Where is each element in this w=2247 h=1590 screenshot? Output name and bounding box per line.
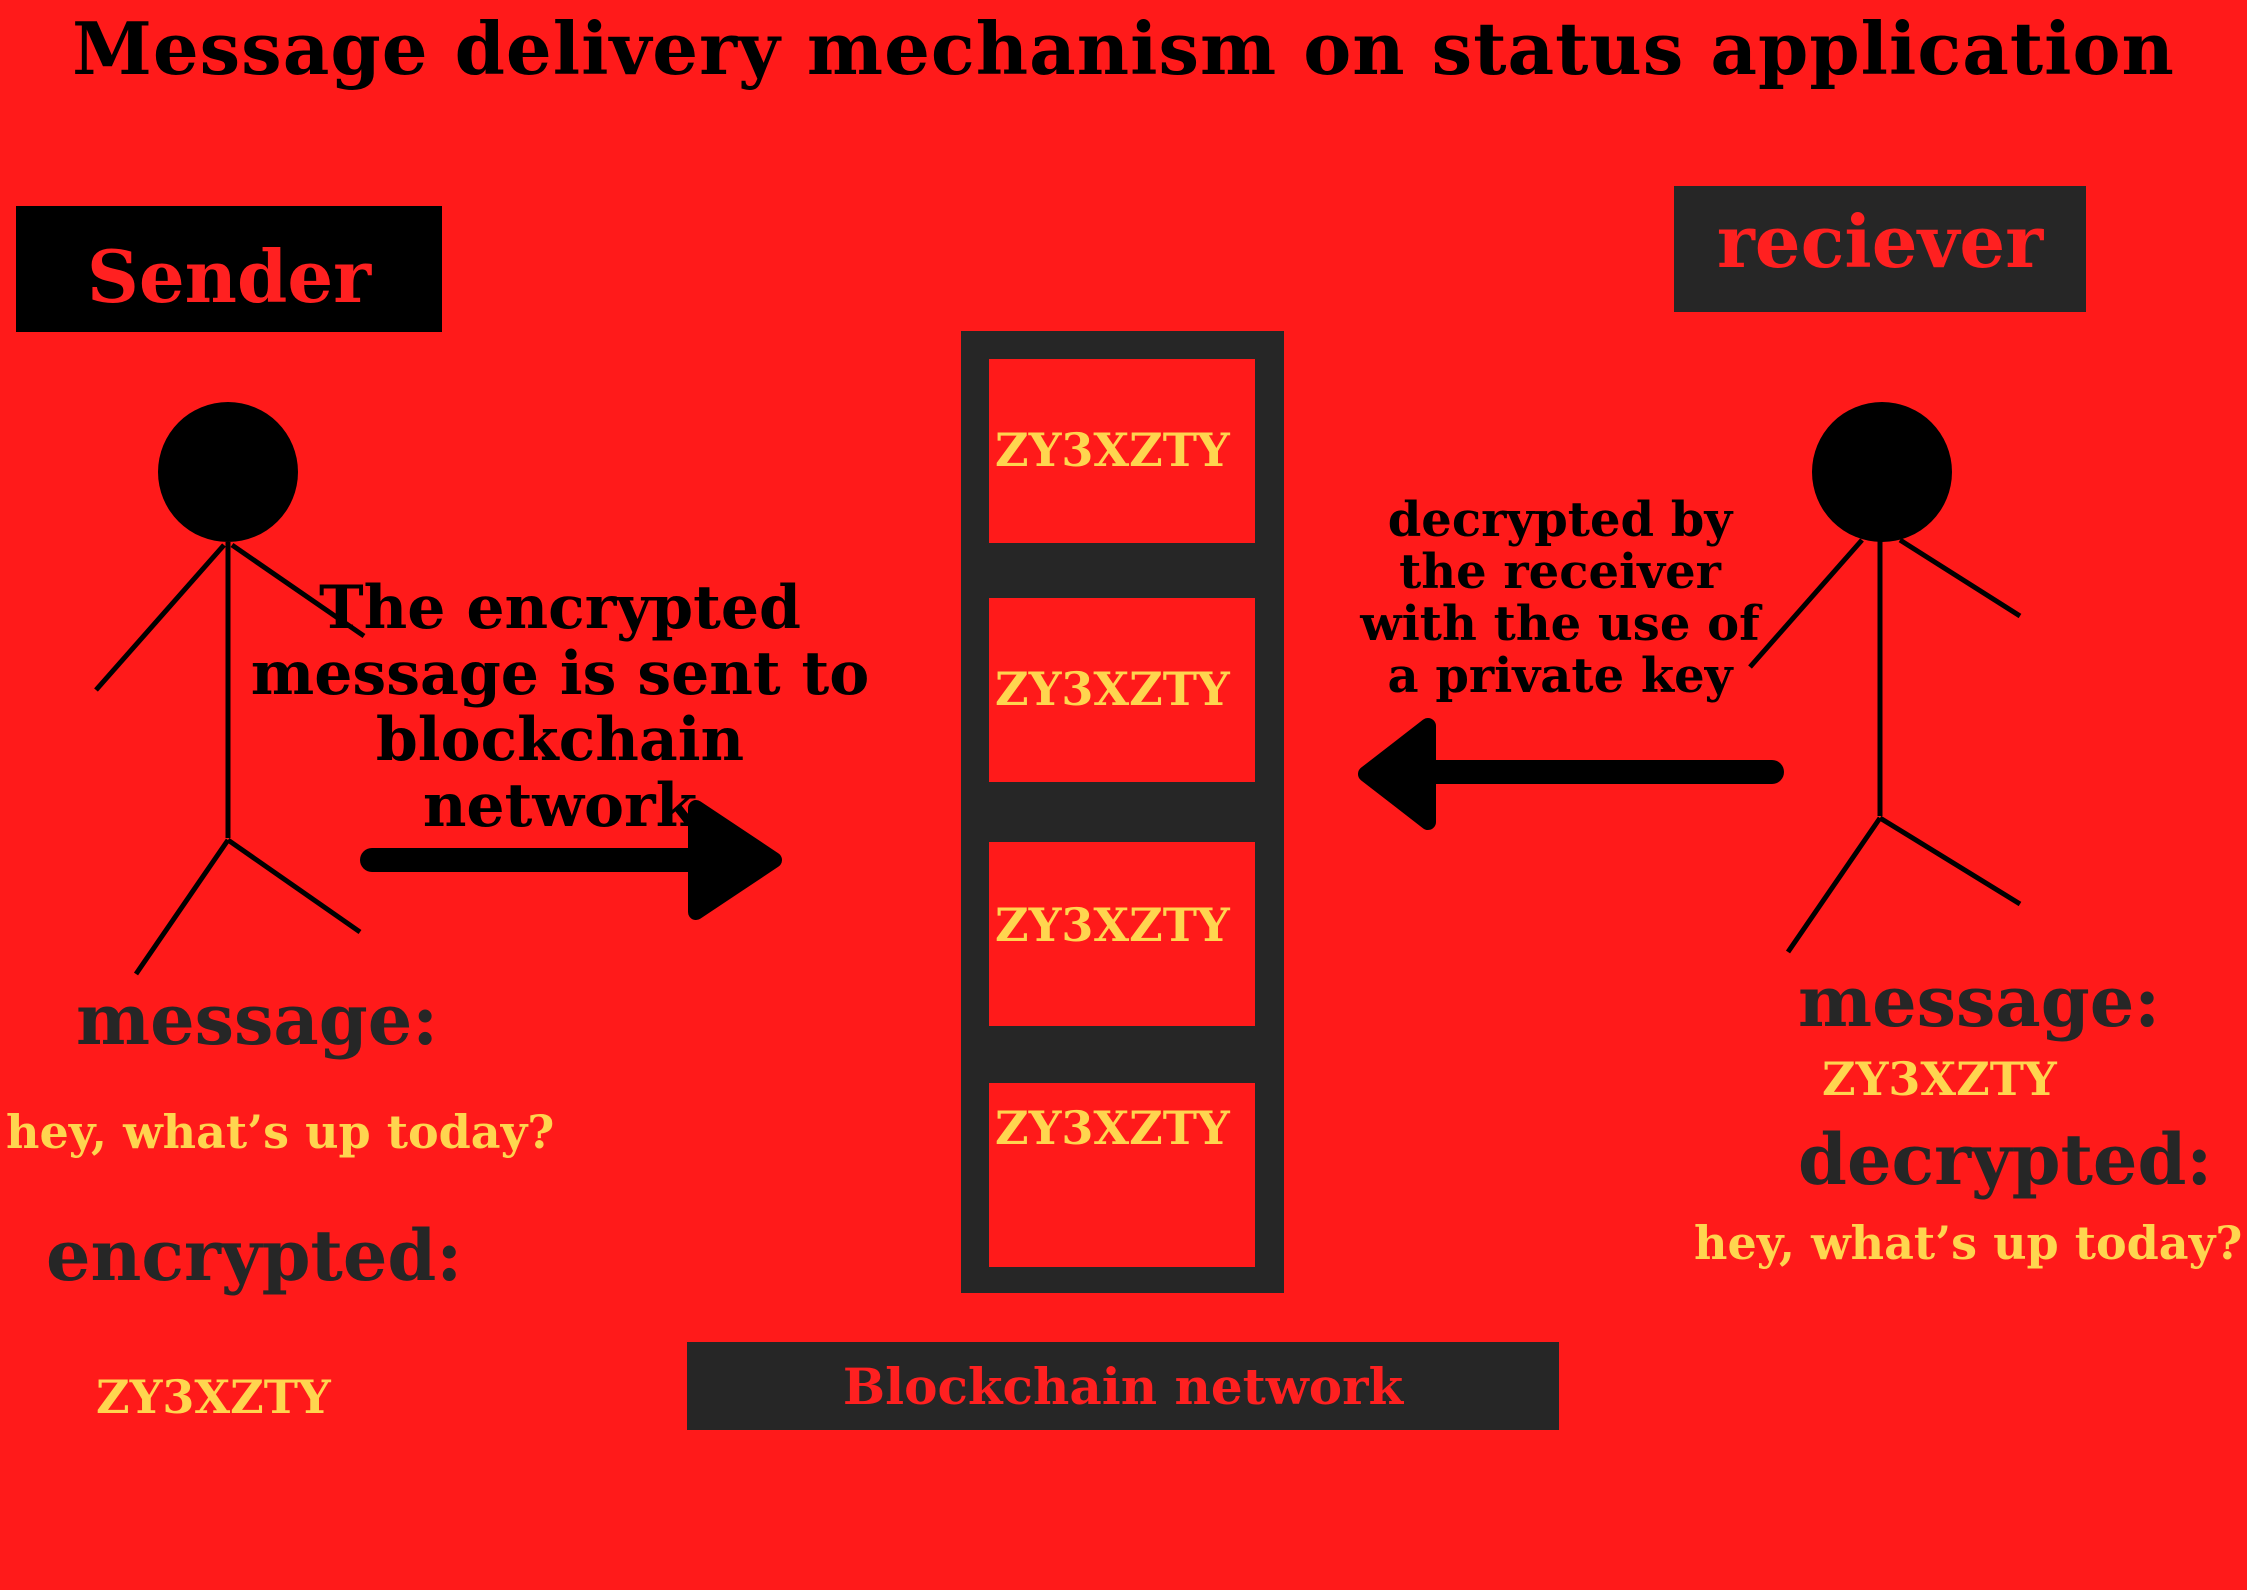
send-note-line: message is sent to [250,639,870,709]
block-hash: ZY3XZTY [995,1101,1230,1155]
block: ZY3XZTY [961,566,1284,812]
decrypt-note-line: the receiver [1399,544,1721,600]
sender-encrypted: ZY3XZTY [96,1370,331,1424]
decrypt-note-line: a private key [1387,648,1733,704]
decrypt-note-line: decrypted by [1387,492,1733,548]
diagram-title: Message delivery mechanism on status app… [72,6,2175,91]
receiver-figure-icon [1748,402,2022,954]
decrypt-note-line: with the use of [1360,596,1760,652]
sender-label: Sender [86,233,372,319]
receiver-label-box: reciever [1674,186,2086,312]
sender-encrypted-label: encrypted: [46,1214,463,1297]
block-hash: ZY3XZTY [995,423,1230,477]
send-note-line: blockchain network [375,705,745,841]
send-note: The encrypted message is sent to blockch… [230,575,890,839]
block: ZY3XZTY [961,812,1284,1053]
send-arrow-icon [360,800,782,920]
receiver-decrypted-label: decrypted: [1798,1118,2213,1201]
receiver-message-label: message: [1798,960,2161,1043]
sender-figure-icon [94,402,366,976]
receiver-message: ZY3XZTY [1822,1052,2057,1106]
receiver-decrypted: hey, what’s up today? [1694,1216,2243,1270]
block-hash: ZY3XZTY [995,662,1230,716]
sender-message-label: message: [76,978,439,1061]
blockchain-stack: ZY3XZTY ZY3XZTY ZY3XZTY ZY3XZTY [961,331,1284,1293]
send-note-line: The encrypted [319,573,801,643]
decrypt-arrow-icon [1358,718,1784,830]
network-label: Blockchain network [842,1356,1404,1416]
block: ZY3XZTY [961,1053,1284,1293]
sender-label-box: Sender [16,206,442,332]
block: ZY3XZTY [961,331,1284,566]
network-label-box: Blockchain network [687,1342,1559,1430]
block-hash: ZY3XZTY [995,898,1230,952]
decrypt-note: decrypted by the receiver with the use o… [1340,494,1780,702]
sender-message: hey, what’s up today? [6,1105,555,1159]
receiver-label: reciever [1716,198,2044,284]
